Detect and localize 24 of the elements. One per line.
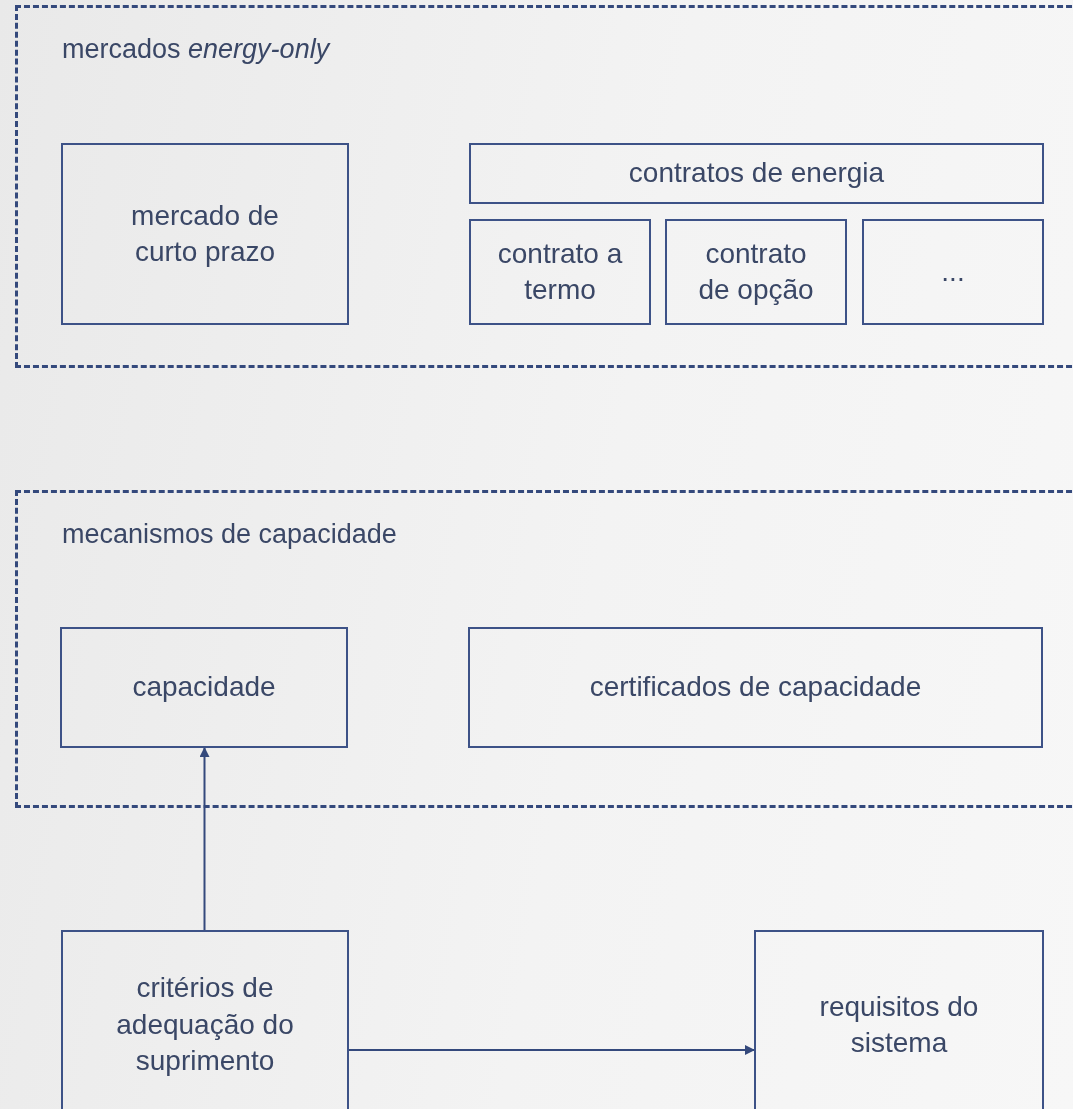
box-label: mercado de curto prazo xyxy=(130,198,280,269)
box-label: contrato de opção xyxy=(697,236,815,307)
process-box xyxy=(469,143,1044,204)
box-label: ... xyxy=(941,254,965,289)
process-box xyxy=(61,930,349,1109)
box-label: contrato a termo xyxy=(496,236,624,307)
process-box xyxy=(469,219,651,325)
box-label: critérios de adequação do suprimento xyxy=(115,971,295,1079)
dashed-group-frame xyxy=(15,490,1073,808)
process-box xyxy=(862,219,1044,325)
box-label: capacidade xyxy=(132,670,276,705)
dashed-group-frame xyxy=(15,5,1073,368)
process-box xyxy=(665,219,847,325)
process-box xyxy=(60,627,348,748)
box-label: requisitos do sistema xyxy=(818,989,980,1060)
box-label: contratos de energia xyxy=(628,156,885,191)
arrow xyxy=(348,1045,755,1055)
group-title: mecanismos de capacidade xyxy=(62,519,397,550)
arrow xyxy=(199,747,210,931)
group-title: mercados energy-only xyxy=(62,34,330,65)
process-box xyxy=(468,627,1043,748)
process-box xyxy=(754,930,1044,1109)
box-label: certificados de capacidade xyxy=(589,670,922,705)
process-box xyxy=(61,143,349,325)
